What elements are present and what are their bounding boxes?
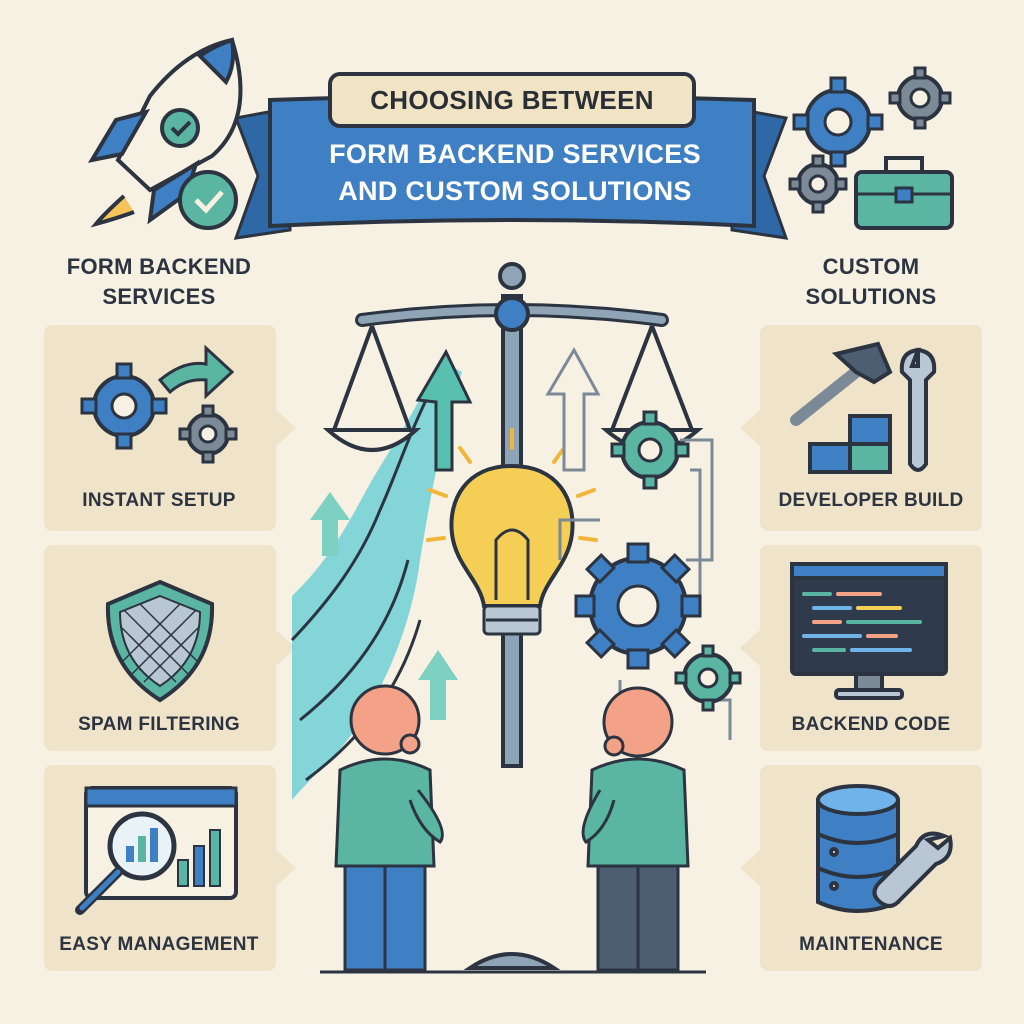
arrow-up-right <box>545 346 601 472</box>
gear-icon <box>574 542 702 670</box>
card-label-developer-build: DEVELOPER BUILD <box>778 490 964 511</box>
left-heading-line2: SERVICES <box>102 284 216 309</box>
person-right <box>581 686 690 972</box>
lightbulb-icon <box>426 428 598 636</box>
card-label-backend-code: BACKEND CODE <box>791 714 951 735</box>
database-wrench-icon <box>816 784 953 913</box>
card-label-maintenance: MAINTENANCE <box>799 934 943 955</box>
right-heading-line2: SOLUTIONS <box>805 284 937 309</box>
rocket-icon <box>87 37 243 230</box>
person-left <box>334 684 444 972</box>
title-banner <box>233 72 789 240</box>
card-pointers <box>276 410 760 886</box>
code-monitor-icon <box>790 562 948 700</box>
gear-icon <box>674 644 742 712</box>
left-heading: FORM BACKEND SERVICES <box>34 252 284 312</box>
dashboard-magnifier-icon <box>75 786 238 915</box>
card-label-easy-management: EASY MANAGEMENT <box>59 934 259 955</box>
gears-arrow-icon <box>80 344 238 464</box>
gear-icon <box>610 410 690 490</box>
right-heading: CUSTOM SOLUTIONS <box>746 252 996 312</box>
shield-mesh-icon <box>105 579 215 703</box>
right-heading-line1: CUSTOM <box>822 254 920 279</box>
card-label-spam-filtering: SPAM FILTERING <box>78 714 240 735</box>
banner-title: FORM BACKEND SERVICES AND CUSTOM SOLUTIO… <box>280 136 750 210</box>
banner-title-line1: FORM BACKEND SERVICES <box>329 139 701 169</box>
gears-toolbox-icon <box>788 66 954 230</box>
banner-heading: CHOOSING BETWEEN <box>370 85 654 115</box>
card-label-instant-setup: INSTANT SETUP <box>82 490 236 511</box>
banner-title-line2: AND CUSTOM SOLUTIONS <box>338 176 692 206</box>
hammer-wrench-icon <box>790 341 937 474</box>
left-heading-line1: FORM BACKEND <box>66 254 252 279</box>
